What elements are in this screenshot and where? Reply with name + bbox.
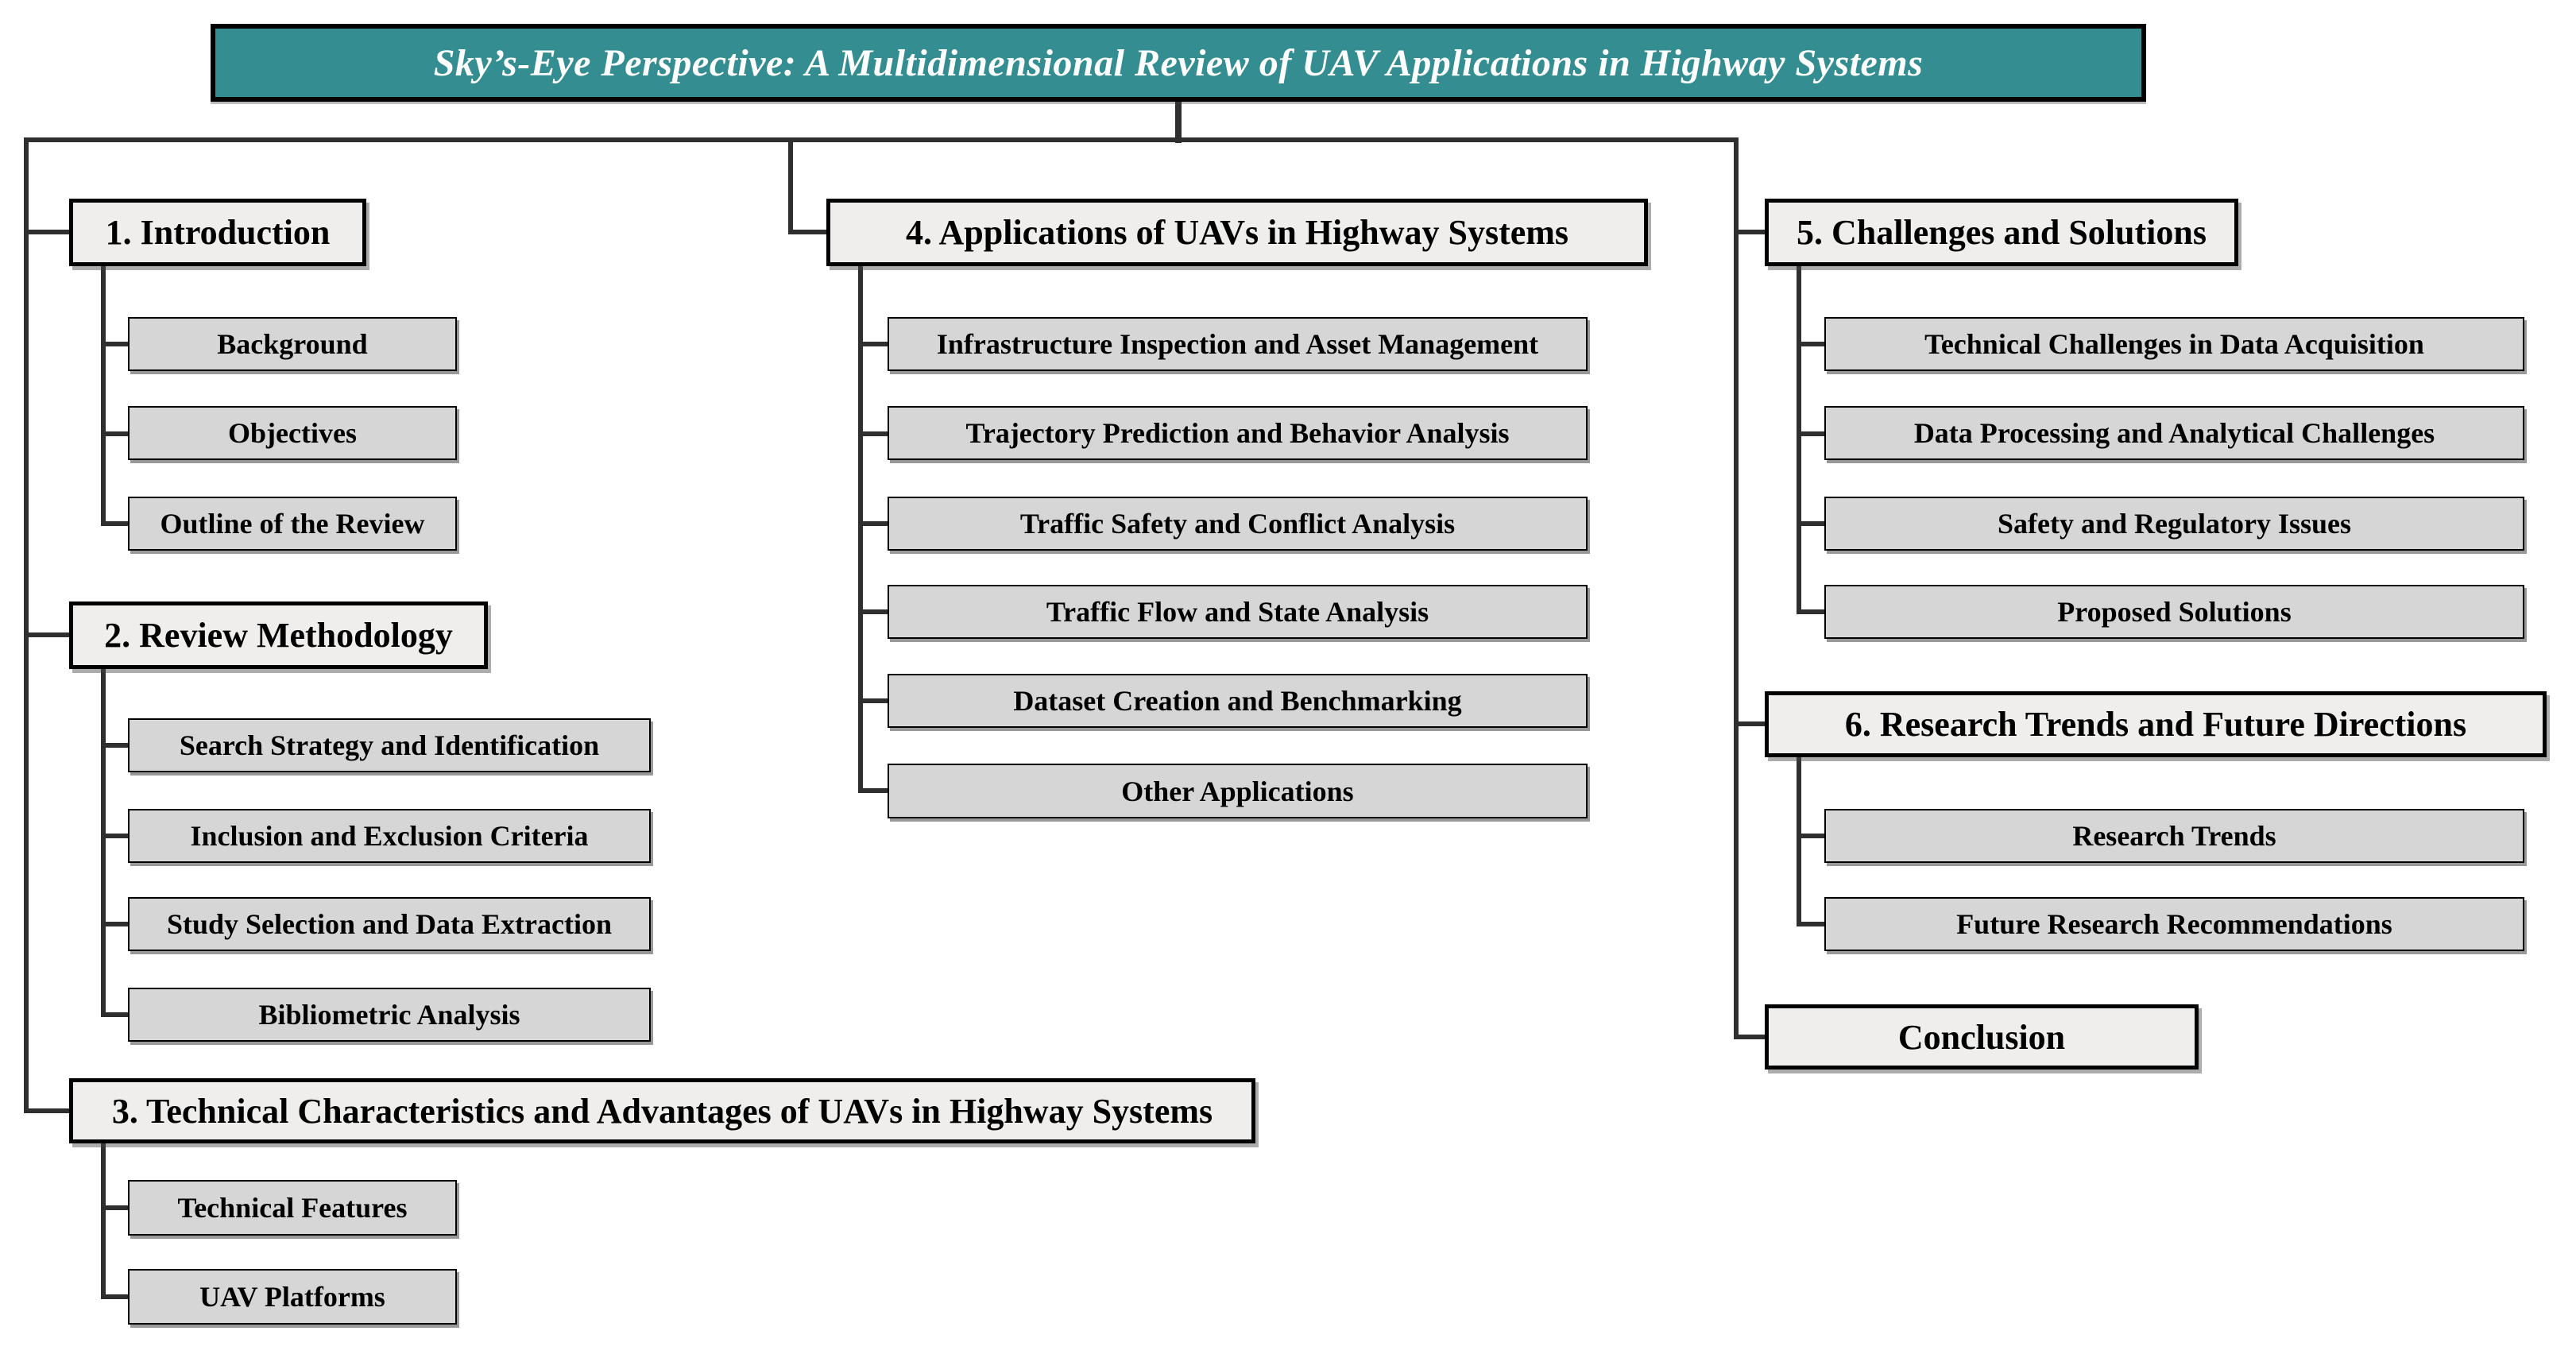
- connector-child-trunk-6: [1797, 757, 1801, 926]
- subsection-box: Safety and Regulatory Issues: [1824, 497, 2524, 551]
- subsection-box: Objectives: [128, 406, 457, 460]
- subsection-box: Technical Challenges in Data Acquisition: [1824, 317, 2524, 371]
- section-2-box: 2. Review Methodology: [69, 602, 488, 669]
- subsection-box: UAV Platforms: [128, 1269, 457, 1325]
- connector-trunk-middle: [788, 137, 793, 234]
- section-6-box: 6. Research Trends and Future Directions: [1765, 691, 2547, 757]
- subsection-box: Research Trends: [1824, 809, 2524, 863]
- connector-child-stub: [858, 521, 888, 526]
- connector-stub-section-6: [1734, 721, 1765, 726]
- section-4-box: 4. Applications of UAVs in Highway Syste…: [826, 199, 1648, 266]
- section-1-box: 1. Introduction: [69, 199, 366, 266]
- connector-child-stub: [1797, 922, 1824, 926]
- subsection-box: Search Strategy and Identification: [128, 718, 651, 772]
- connector-spine: [24, 137, 1739, 142]
- connector-child-stub: [101, 1294, 128, 1299]
- connector-child-stub: [1797, 521, 1824, 526]
- connector-child-stub: [1797, 342, 1824, 346]
- connector-child-trunk-3: [101, 1143, 106, 1299]
- connector-child-stub: [858, 342, 888, 346]
- diagram-title: Sky’s-Eye Perspective: A Multidimensiona…: [211, 24, 2146, 102]
- subsection-box: Data Processing and Analytical Challenge…: [1824, 406, 2524, 460]
- connector-child-trunk-2: [101, 669, 106, 1017]
- connector-child-trunk-5: [1797, 266, 1801, 614]
- connector-child-stub: [1797, 609, 1824, 614]
- connector-child-stub: [1797, 431, 1824, 436]
- connector-child-stub: [101, 743, 128, 748]
- subsection-box: Proposed Solutions: [1824, 585, 2524, 639]
- connector-trunk-right: [1734, 137, 1739, 1039]
- connector-child-stub: [101, 922, 128, 926]
- connector-title-drop: [1175, 102, 1182, 143]
- connector-child-stub: [101, 1012, 128, 1017]
- connector-stub-section-2: [24, 632, 69, 637]
- connector-child-stub: [101, 1205, 128, 1210]
- subsection-box: Background: [128, 317, 457, 371]
- connector-stub-conclusion: [1734, 1035, 1765, 1039]
- connector-stub-section-5: [1734, 230, 1765, 234]
- subsection-box: Trajectory Prediction and Behavior Analy…: [888, 406, 1588, 460]
- subsection-box: Dataset Creation and Benchmarking: [888, 674, 1588, 728]
- connector-child-stub: [858, 609, 888, 614]
- subsection-box: Outline of the Review: [128, 497, 457, 551]
- subsection-box: Technical Features: [128, 1180, 457, 1236]
- connector-stub-section-3: [24, 1108, 69, 1113]
- connector-trunk-left: [24, 137, 29, 1113]
- subsection-box: Traffic Safety and Conflict Analysis: [888, 497, 1588, 551]
- subsection-box: Infrastructure Inspection and Asset Mana…: [888, 317, 1588, 371]
- subsection-box: Future Research Recommendations: [1824, 897, 2524, 951]
- subsection-box: Other Applications: [888, 764, 1588, 818]
- connector-child-stub: [101, 342, 128, 346]
- subsection-box: Bibliometric Analysis: [128, 988, 651, 1042]
- subsection-box: Study Selection and Data Extraction: [128, 897, 651, 951]
- connector-child-stub: [1797, 834, 1824, 838]
- section-3-box: 3. Technical Characteristics and Advanta…: [69, 1078, 1255, 1143]
- connector-stub-section-1: [24, 230, 69, 234]
- connector-child-trunk-1: [101, 266, 106, 526]
- subsection-box: Inclusion and Exclusion Criteria: [128, 809, 651, 863]
- connector-child-stub: [101, 431, 128, 436]
- subsection-box: Traffic Flow and State Analysis: [888, 585, 1588, 639]
- section-5-box: 5. Challenges and Solutions: [1765, 199, 2238, 266]
- connector-child-stub: [101, 521, 128, 526]
- connector-child-stub: [858, 788, 888, 793]
- connector-child-stub: [858, 698, 888, 703]
- connector-child-trunk-4: [858, 266, 863, 791]
- conclusion-box: Conclusion: [1765, 1004, 2199, 1070]
- connector-stub-section-4: [788, 230, 826, 234]
- connector-child-stub: [858, 431, 888, 436]
- connector-child-stub: [101, 834, 128, 838]
